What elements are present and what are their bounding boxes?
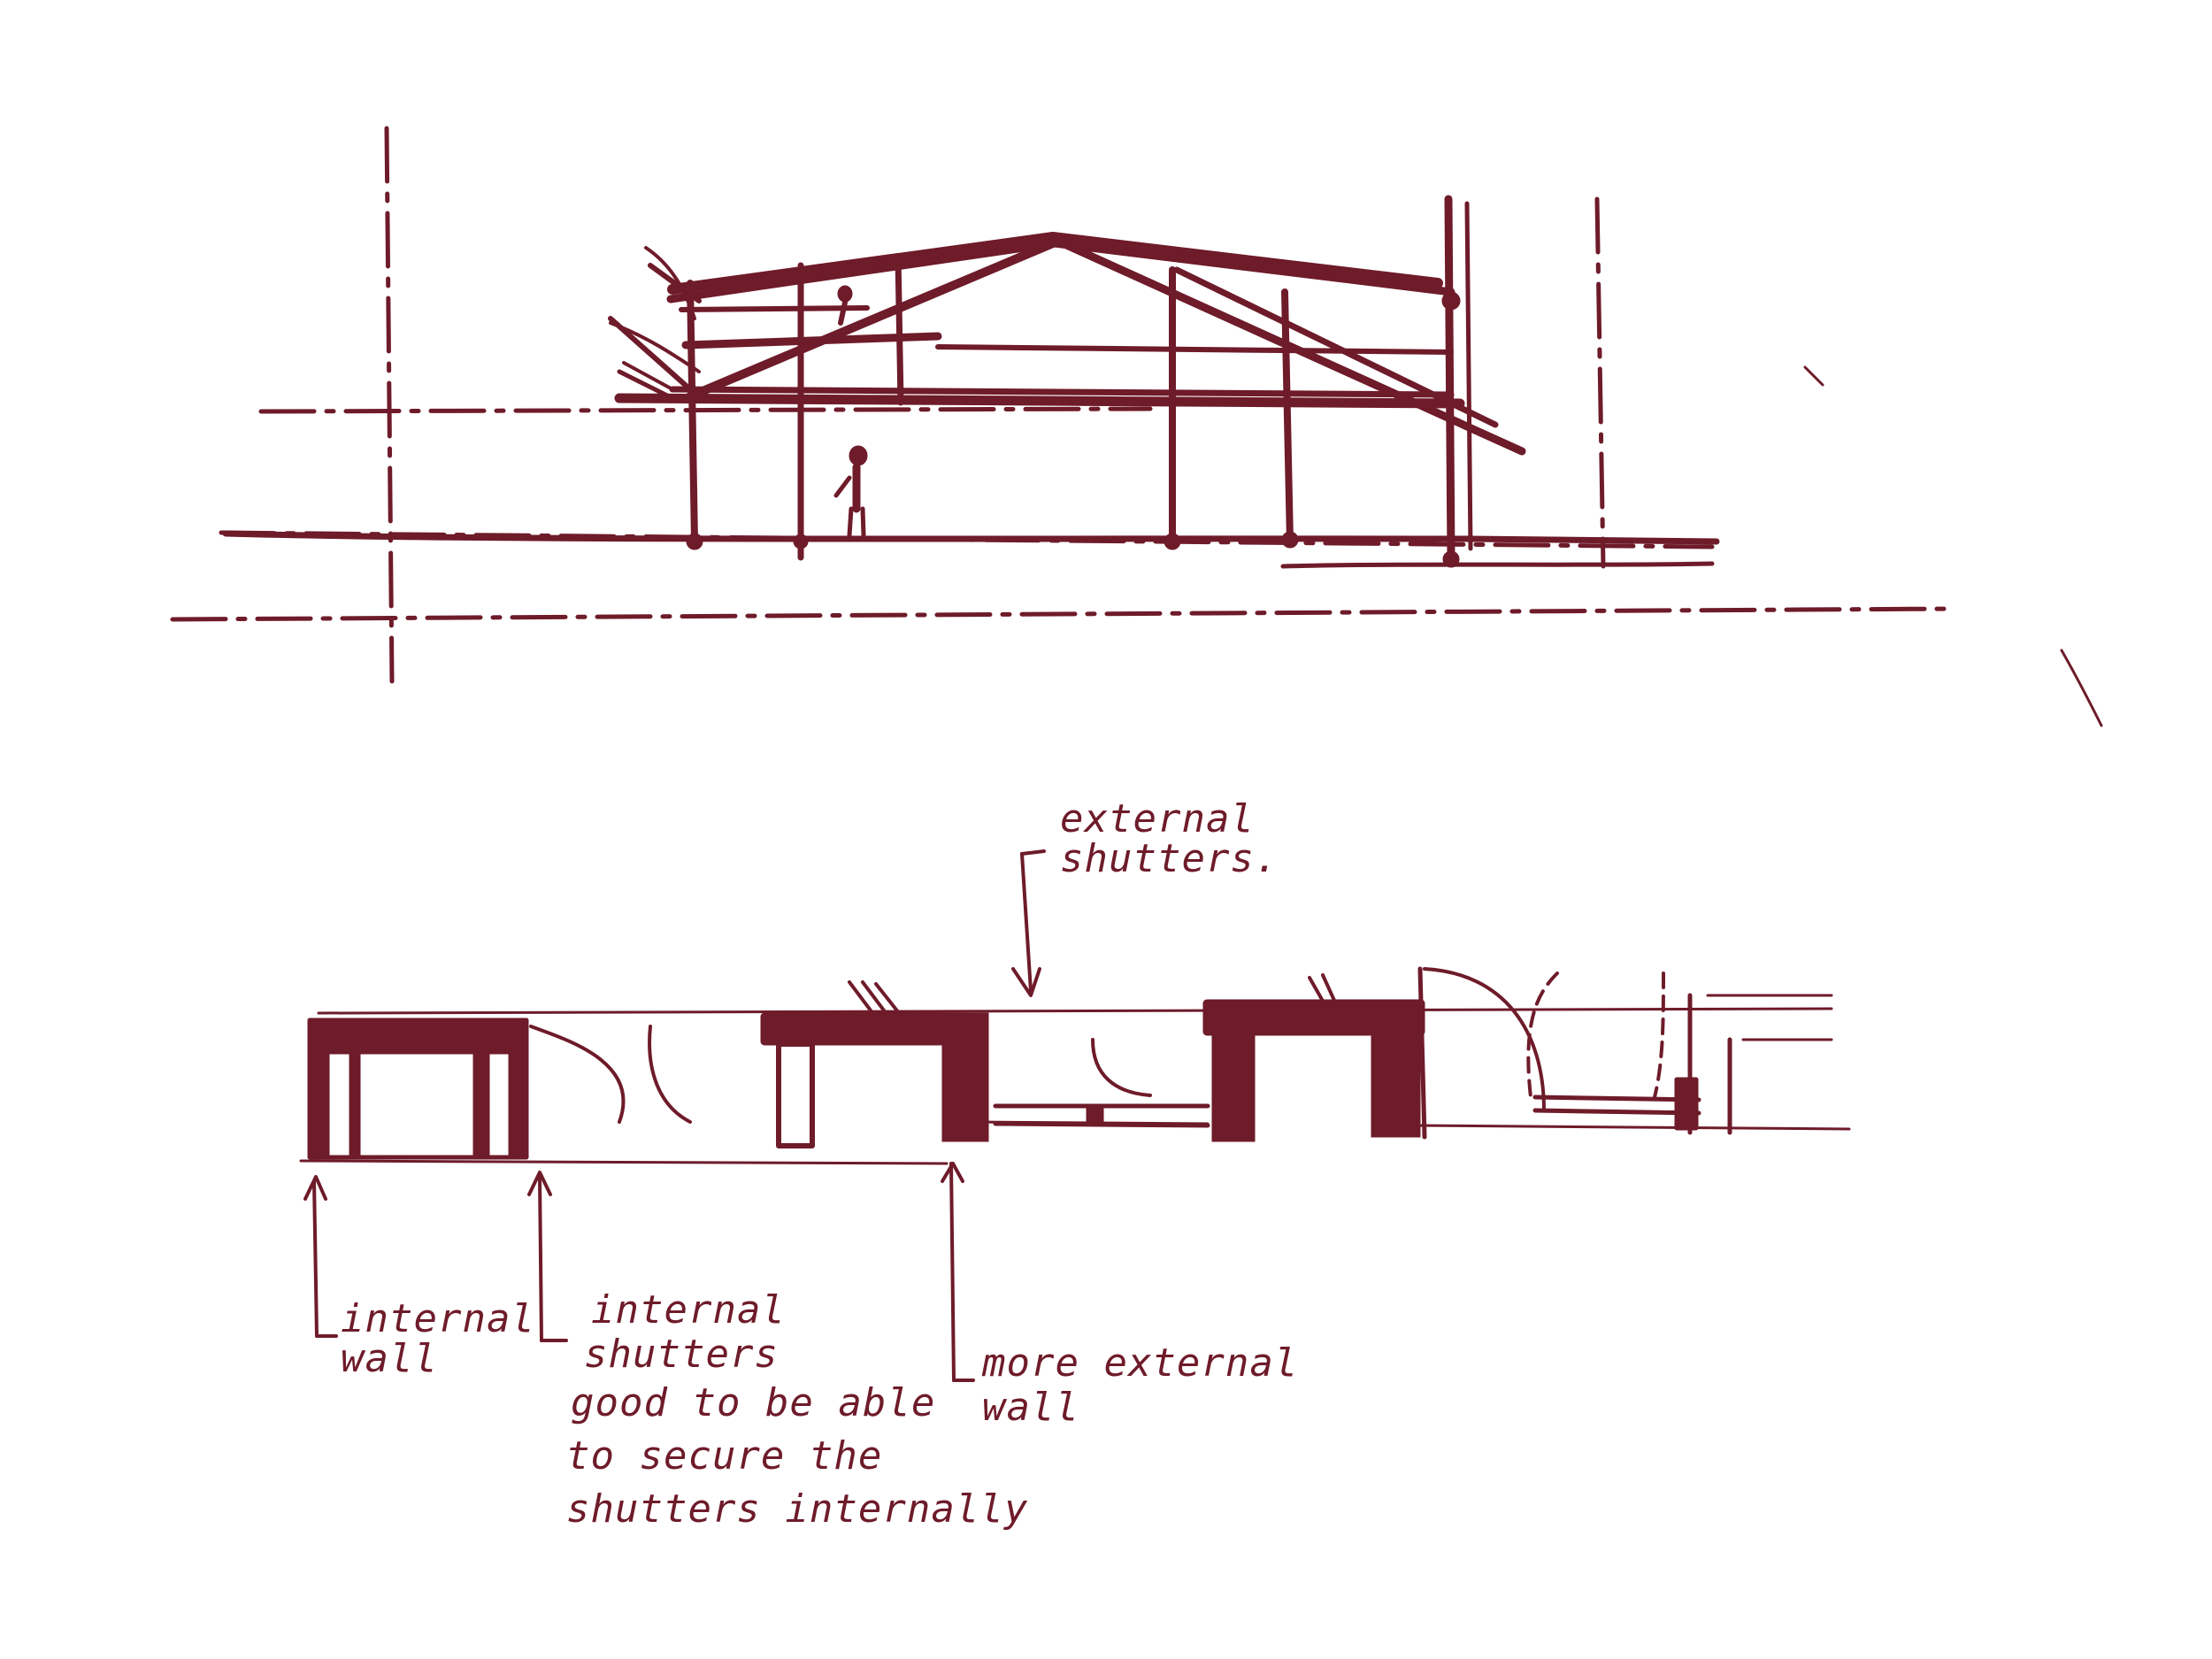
note-internal-wall-line2: wall bbox=[341, 1336, 438, 1381]
columns bbox=[687, 195, 1473, 564]
note-internal-shutters: internal shutters good to be able to sec… bbox=[566, 1287, 1028, 1532]
beams bbox=[614, 305, 1465, 409]
note-internal-shutters-line5: shutters internally bbox=[566, 1486, 1028, 1532]
door-swings bbox=[529, 967, 1665, 1124]
note-internal-wall: internal wall bbox=[341, 1296, 535, 1381]
note-more-external-wall: more external wall bbox=[981, 1340, 1298, 1430]
note-more-external-wall-line2: wall bbox=[982, 1385, 1079, 1430]
building-section bbox=[170, 126, 2103, 727]
note-internal-wall-line1: internal bbox=[341, 1296, 535, 1341]
building-plan bbox=[299, 966, 1851, 1165]
note-internal-shutters-line4: to secure the bbox=[566, 1433, 882, 1479]
tree-branches bbox=[609, 246, 701, 391]
note-internal-shutters-line1: internal bbox=[591, 1287, 786, 1333]
note-external-shutters-line1: external bbox=[1060, 796, 1255, 841]
note-external-shutters-line2: shutters. bbox=[1060, 836, 1279, 881]
ground-line bbox=[222, 530, 1720, 545]
note-more-external-wall-line1: more external bbox=[981, 1340, 1298, 1386]
wall-block-left bbox=[307, 1018, 529, 1160]
note-external-shutters: external shutters. bbox=[1060, 796, 1279, 881]
wall-block-middle bbox=[760, 980, 989, 1148]
window-opening bbox=[993, 1103, 1210, 1128]
plan-end-element bbox=[1417, 966, 1732, 1140]
annotation-leaders bbox=[303, 849, 1046, 1382]
person-figure bbox=[833, 285, 868, 538]
plan-guide-lines bbox=[299, 994, 1851, 1165]
note-internal-shutters-line2: shutters bbox=[584, 1332, 779, 1377]
wall-block-right bbox=[1202, 973, 1425, 1142]
note-internal-shutters-line3: good to be able bbox=[571, 1380, 935, 1425]
